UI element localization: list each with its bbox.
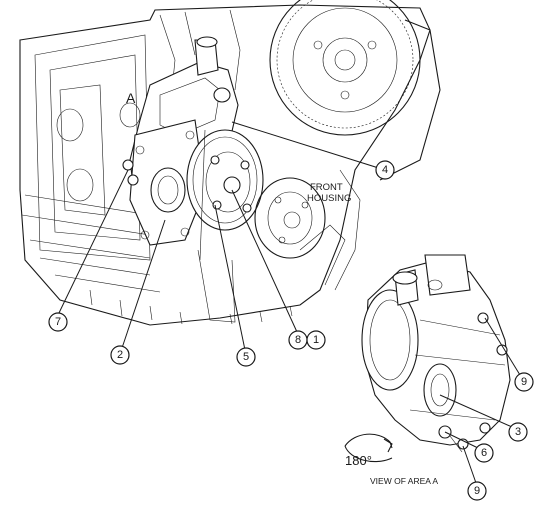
front-pulley (254, 177, 326, 259)
callout-6: 6 (474, 443, 494, 463)
callout-1: 1 (306, 330, 326, 350)
rotation-arrow (344, 433, 393, 463)
callout-9-upper-text: 9 (521, 376, 527, 388)
callout-6-text: 6 (481, 447, 487, 459)
detail-pump-view (361, 254, 511, 453)
leader-lines (57, 121, 521, 484)
callout-2-text: 2 (117, 349, 123, 361)
callout-9-lower-text: 9 (474, 485, 480, 497)
callout-1-text: 1 (313, 334, 319, 346)
rotation-label: 180° (345, 453, 372, 468)
callout-3: 3 (508, 422, 528, 442)
callout-4: 4 (375, 160, 395, 180)
callout-5: 5 (236, 347, 256, 367)
callout-9-lower: 9 (467, 481, 487, 501)
callout-2: 2 (110, 345, 130, 365)
callout-3-text: 3 (515, 426, 521, 438)
water-pump-assembly (122, 36, 239, 246)
callout-5-text: 5 (243, 351, 249, 363)
flywheel-gear (269, 0, 441, 181)
pump-pulley (186, 129, 264, 323)
front-housing-label-line2: HOUSING (307, 193, 351, 204)
callout-8: 8 (288, 330, 308, 350)
front-housing-label-line1: FRONT (310, 182, 343, 193)
view-caption: VIEW OF AREA A (370, 476, 438, 486)
callout-8-text: 8 (295, 334, 301, 346)
callout-7: 7 (48, 312, 68, 332)
callout-4-text: 4 (382, 164, 388, 176)
view-letter-a: A (126, 90, 136, 106)
callout-7-text: 7 (55, 316, 61, 328)
callout-9-upper: 9 (514, 372, 534, 392)
